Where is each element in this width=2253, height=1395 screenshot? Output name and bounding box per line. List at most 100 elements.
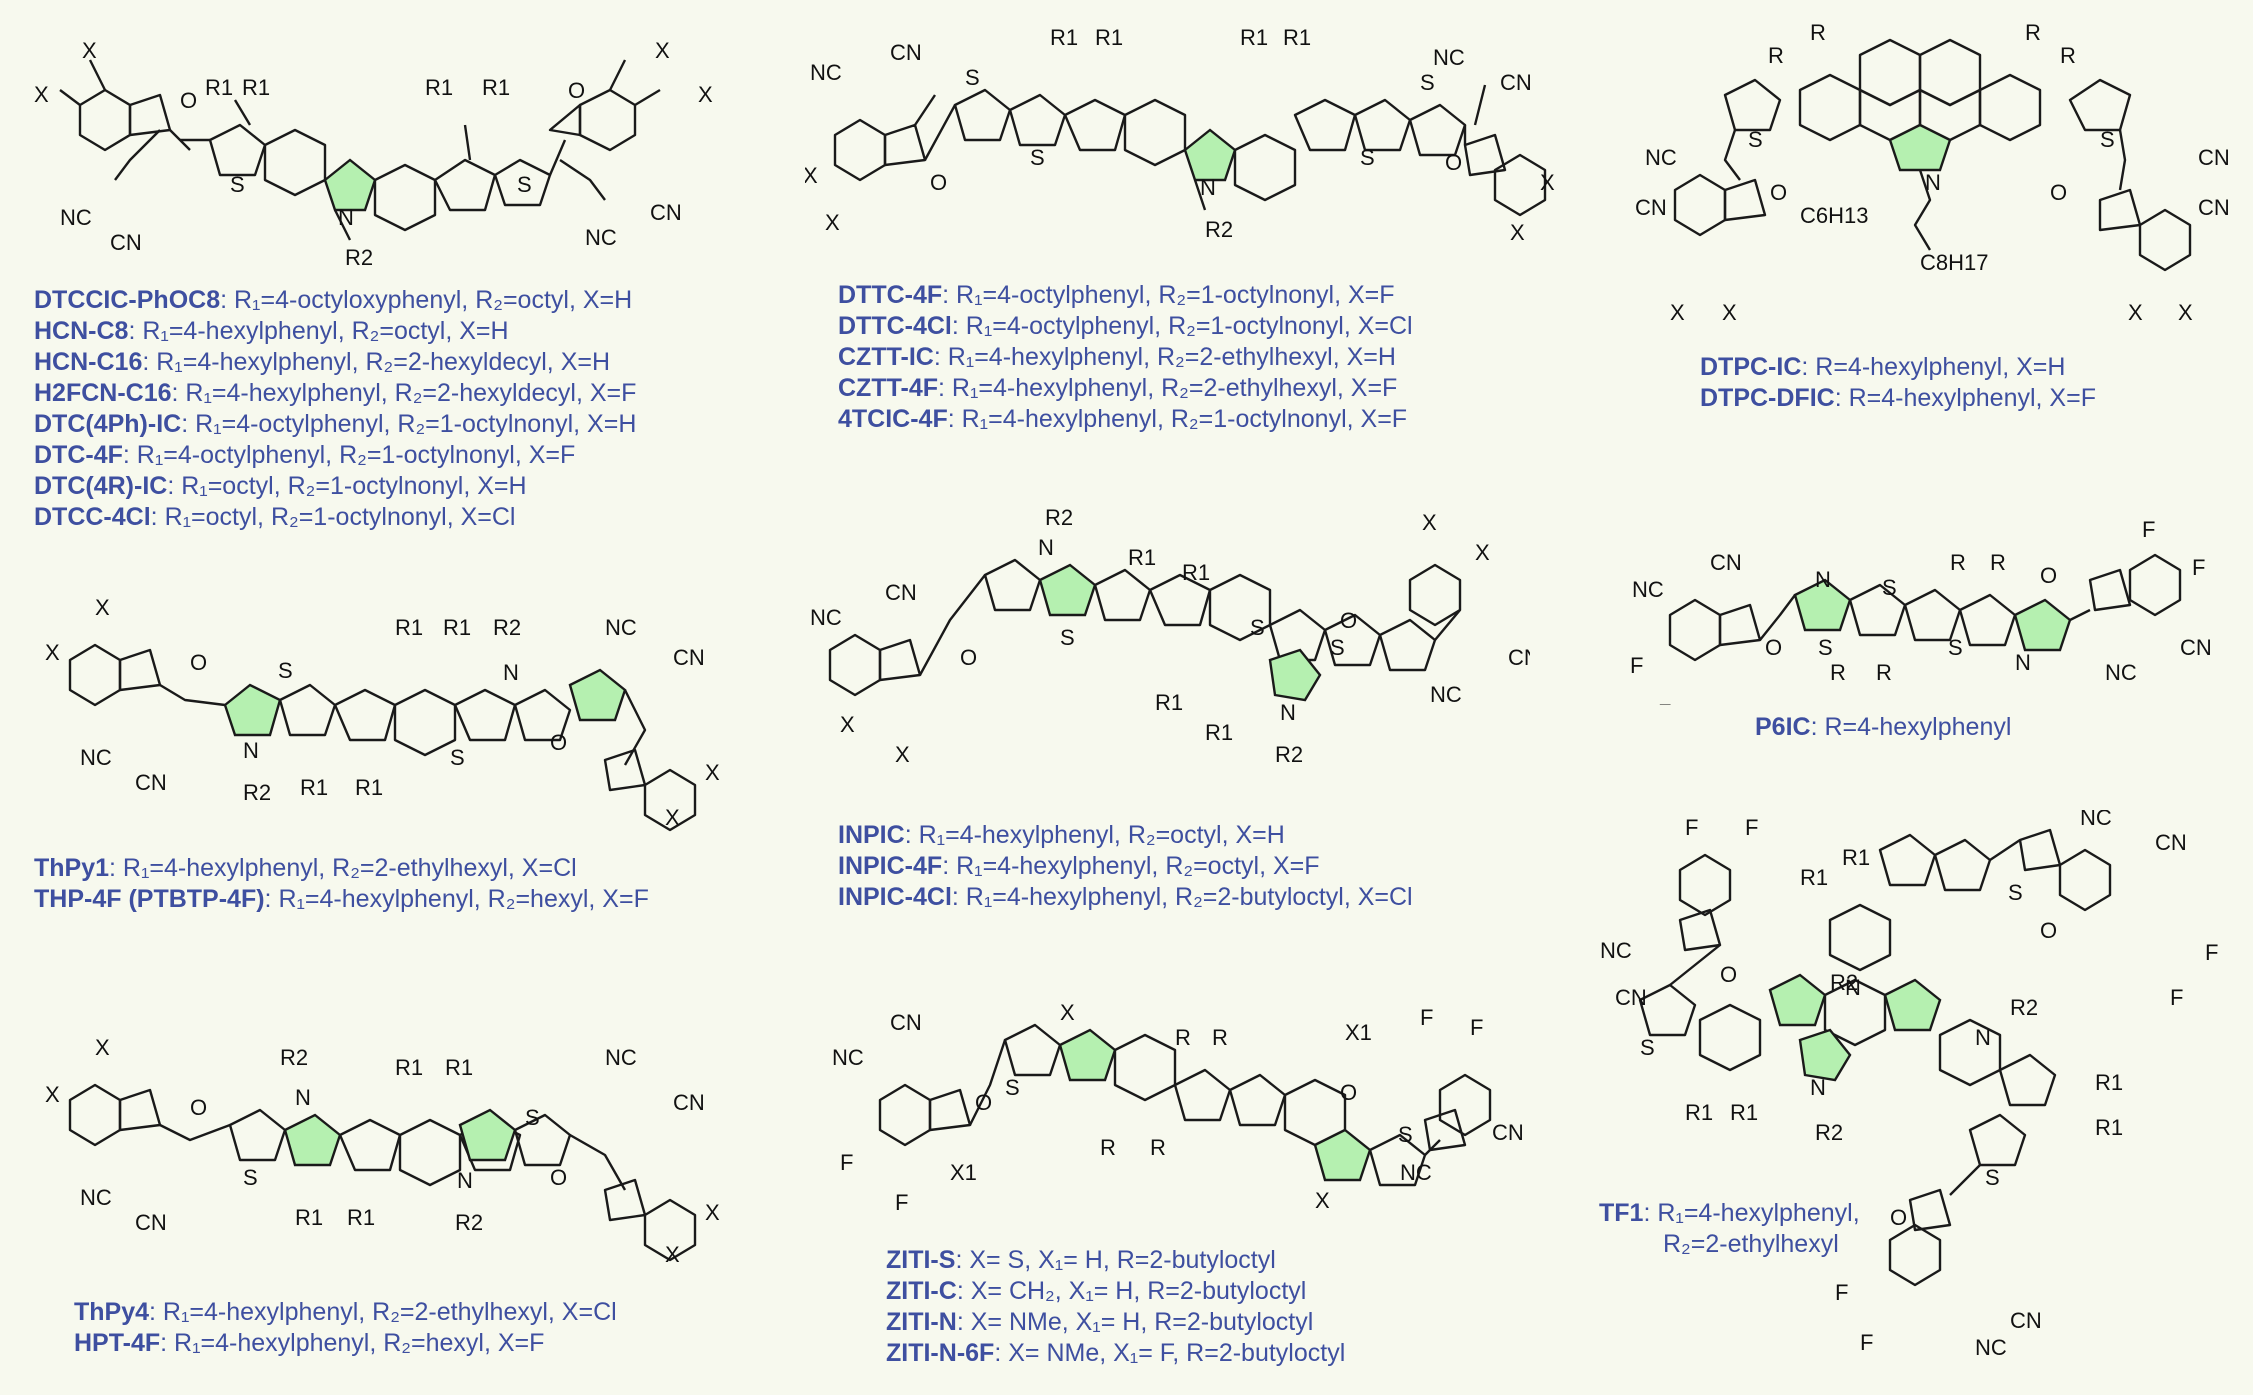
- atom-label: S: [1060, 625, 1075, 650]
- atom-label: S: [2008, 880, 2023, 905]
- atom-label: S: [1985, 1165, 2000, 1190]
- atom-label: N: [1815, 567, 1831, 592]
- atom-label: X1: [1345, 1020, 1372, 1045]
- atom-label: F: [1835, 1280, 1848, 1305]
- legend-row: HCN-C16: R₁=4-hexylphenyl, R₂=2-hexyldec…: [34, 348, 611, 376]
- atom-label: S: [1398, 1122, 1413, 1147]
- legend-dttc: DTTC-4F: R₁=4-octylphenyl, R₂=1-octylnon…: [838, 280, 1413, 435]
- legend-row: DTC-4F: R₁=4-octylphenyl, R₂=1-octylnony…: [34, 441, 576, 469]
- legend-row: DTCCIC-PhOC8: R₁=4-octyloxyphenyl, R₂=oc…: [34, 286, 633, 314]
- atom-label: N: [243, 738, 259, 763]
- atom-label: O: [975, 1090, 992, 1115]
- structure-dttc: NC CN O X X S S R1 R1 N R2 R1 R1 S S NC …: [805, 25, 1565, 250]
- atom-label: S: [1330, 635, 1345, 660]
- atom-label: O: [180, 88, 197, 113]
- atom-label: F: [1685, 815, 1698, 840]
- structure-dtpc: R R R R S N S NC CN O C6H13 C8H17 O CN C…: [1630, 15, 2240, 335]
- atom-label: N: [1280, 700, 1296, 725]
- atom-label: X: [840, 712, 855, 737]
- atom-label: R: [1212, 1025, 1228, 1050]
- atom-label: R1: [2095, 1115, 2123, 1140]
- atom-label: F: [895, 1190, 908, 1215]
- atom-label: N: [1845, 975, 1861, 1000]
- atom-label: O: [2050, 180, 2067, 205]
- atom-label: O: [190, 1095, 207, 1120]
- atom-label: NC: [832, 1045, 864, 1070]
- atom-label: X: [2178, 300, 2193, 325]
- atom-label: X: [705, 760, 720, 785]
- atom-label: N: [1200, 175, 1216, 200]
- legend-row: HPT-4F: R₁=4-hexylphenyl, R₂=hexyl, X=F: [74, 1329, 545, 1357]
- atom-label: CN: [2155, 830, 2187, 855]
- atom-label: F: [840, 1150, 853, 1175]
- legend-row: ZITI-N: X= NMe, X₁= H, R=2-butyloctyl: [886, 1308, 1314, 1336]
- atom-label: R2: [1275, 742, 1303, 767]
- atom-label: O: [550, 1165, 567, 1190]
- legend-dtpc: DTPC-IC: R=4-hexylphenyl, X=H DTPC-DFIC:…: [1700, 352, 2096, 414]
- legend-row: ZITI-C: X= CH₂, X₁= H, R=2-butyloctyl: [886, 1277, 1307, 1305]
- atom-label: S: [1030, 145, 1045, 170]
- legend-row: HCN-C8: R₁=4-hexylphenyl, R₂=octyl, X=H: [34, 317, 509, 345]
- legend-row: INPIC-4Cl: R₁=4-hexylphenyl, R₂=2-butylo…: [838, 883, 1413, 911]
- atom-label: R1: [445, 1055, 473, 1080]
- atom-label: S: [1250, 615, 1265, 640]
- atom-label: R: [1950, 550, 1966, 575]
- atom-label: X: [698, 82, 713, 107]
- atom-label: NC: [2080, 810, 2112, 830]
- atom-label: X: [1422, 510, 1437, 535]
- legend-row: DTC(4R)-IC: R₁=octyl, R₂=1-octylnonyl, X…: [34, 472, 527, 500]
- legend-row: INPIC: R₁=4-hexylphenyl, R₂=octyl, X=H: [838, 821, 1285, 849]
- legend-row: DTTC-4Cl: R₁=4-octylphenyl, R₂=1-octylno…: [838, 312, 1413, 340]
- atom-label: R1: [1283, 25, 1311, 50]
- legend-ziti: ZITI-S: X= S, X₁= H, R=2-butyloctyl ZITI…: [886, 1245, 1345, 1369]
- atom-label: O: [930, 170, 947, 195]
- atom-label: CN: [110, 230, 142, 255]
- atom-label: F: [2142, 517, 2155, 542]
- atom-label: X: [655, 38, 670, 63]
- atom-label: O: [550, 730, 567, 755]
- atom-label: NC: [1975, 1335, 2007, 1360]
- atom-label: CN: [1500, 70, 1532, 95]
- atom-label: O: [1340, 608, 1357, 633]
- legend-row: CZTT-IC: R₁=4-hexylphenyl, R₂=2-ethylhex…: [838, 343, 1396, 371]
- atom-label: N: [2015, 650, 2031, 675]
- atom-label: R2: [1205, 217, 1233, 242]
- atom-label: CN: [650, 200, 682, 225]
- atom-label: S: [243, 1165, 258, 1190]
- atom-label: R2: [2010, 995, 2038, 1020]
- atom-label: R1: [1842, 845, 1870, 870]
- atom-label: R2: [345, 245, 373, 270]
- atom-label: X: [665, 1242, 680, 1267]
- atom-label: NC: [2105, 660, 2137, 685]
- atom-label: F: [1860, 1330, 1873, 1355]
- atom-label: O: [568, 78, 585, 103]
- atom-label: CN: [673, 1090, 705, 1115]
- atom-label: S: [525, 1105, 540, 1130]
- legend-row: ZITI-S: X= S, X₁= H, R=2-butyloctyl: [886, 1246, 1276, 1274]
- atom-label: X: [1722, 300, 1737, 325]
- legend-hpt: ThPy4: R₁=4-hexylphenyl, R₂=2-ethylhexyl…: [74, 1297, 617, 1359]
- legend-tf1: TF1: R₁=4-hexylphenyl, R₂=2-ethylhexyl: [1599, 1198, 1860, 1260]
- atom-label: X: [705, 1200, 720, 1225]
- legend-row: ThPy1: R₁=4-hexylphenyl, R₂=2-ethylhexyl…: [34, 854, 577, 882]
- legend-row: DTTC-4F: R₁=4-octylphenyl, R₂=1-octylnon…: [838, 281, 1395, 309]
- legend-row: DTC(4Ph)-IC: R₁=4-octylphenyl, R₂=1-octy…: [34, 410, 637, 438]
- atom-label: N: [1810, 1075, 1826, 1100]
- atom-label: S: [1948, 635, 1963, 660]
- atom-label: X: [825, 210, 840, 235]
- atom-label: X: [45, 1082, 60, 1107]
- legend-row: TF1: R₁=4-hexylphenyl,: [1599, 1199, 1860, 1227]
- atom-label: R1: [443, 615, 471, 640]
- atom-label: R: [1150, 1135, 1166, 1160]
- atom-label: R2: [455, 1210, 483, 1235]
- atom-label: R1: [1128, 545, 1156, 570]
- atom-label: CN: [885, 580, 917, 605]
- atom-label: X: [1540, 170, 1555, 195]
- atom-label: CN: [1615, 985, 1647, 1010]
- atom-label: O: [960, 645, 977, 670]
- atom-label: NC: [810, 60, 842, 85]
- atom-label: R1: [1182, 560, 1210, 585]
- atom-label: R1: [295, 1205, 323, 1230]
- atom-label: N: [1925, 170, 1941, 195]
- atom-label: NC: [1632, 577, 1664, 602]
